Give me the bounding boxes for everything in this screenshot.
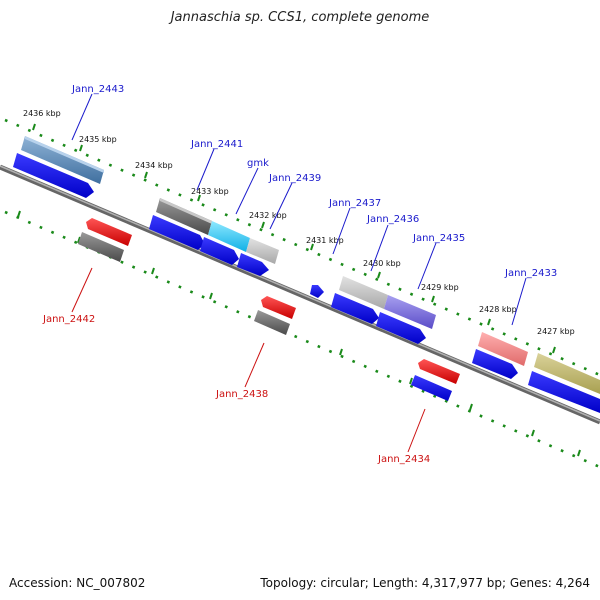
reverse-feature-blue[interactable] (411, 375, 452, 401)
gene-label[interactable]: Jann_2436 (366, 214, 419, 225)
reverse-feature-grey[interactable] (78, 232, 124, 262)
kbp-label: 2433 kbp (191, 187, 229, 196)
kbp-label: 2429 kbp (421, 283, 459, 292)
reverse-features (78, 218, 460, 401)
feature-jann-2433[interactable] (478, 332, 528, 366)
kbp-label: 2435 kbp (79, 135, 117, 144)
kbp-label: 2432 kbp (249, 211, 287, 220)
feature-olive[interactable] (534, 353, 600, 394)
feature-gmk[interactable] (208, 221, 250, 252)
feature-jann-2435[interactable] (384, 295, 436, 329)
cds-arrow[interactable] (149, 215, 205, 250)
gene-label[interactable]: Jann_2433 (504, 268, 557, 279)
reverse-feature-grey[interactable] (254, 310, 290, 335)
backbone-line (0, 164, 600, 425)
reverse-feature-red[interactable] (86, 218, 132, 246)
gene-label[interactable]: Jann_2438 (215, 389, 268, 400)
kbp-label: 2430 kbp (363, 259, 401, 268)
cds-arrow[interactable] (528, 371, 600, 413)
feature-jann-2437[interactable] (339, 276, 388, 309)
feature-jann-2439[interactable] (246, 238, 279, 264)
feature-jann-2441[interactable] (156, 198, 212, 235)
backbone-highlight (0, 165, 600, 422)
kbp-label: 2434 kbp (135, 161, 173, 170)
forward-features (21, 136, 600, 394)
accession-text: Accession: NC_007802 (9, 576, 146, 590)
cds-arrow[interactable] (331, 293, 379, 324)
reverse-feature-red[interactable] (418, 359, 460, 384)
gene-label[interactable]: Jann_2434 (377, 454, 430, 465)
cds-arrow[interactable] (472, 349, 518, 379)
map-title: Jannaschia sp. CCS1, complete genome (170, 10, 430, 25)
cds-arrow[interactable] (310, 285, 324, 298)
gene-label[interactable]: Jann_2443 (71, 84, 124, 95)
cds-arrow[interactable] (13, 153, 94, 198)
forward-leaders (71, 93, 527, 326)
gene-label[interactable]: Jann_2442 (42, 314, 95, 325)
gene-label[interactable]: Jann_2435 (412, 233, 465, 244)
reverse-leaders (71, 267, 426, 453)
cds-arrow[interactable] (237, 253, 269, 276)
genome-summary-text: Topology: circular; Length: 4,317,977 bp… (260, 576, 590, 590)
kbp-label: 2428 kbp (479, 305, 517, 314)
gene-label[interactable]: Jann_2439 (268, 173, 321, 184)
cds-arrow[interactable] (200, 237, 239, 265)
kbp-label: 2431 kbp (306, 236, 344, 245)
kbp-label: 2436 kbp (23, 109, 61, 118)
gene-label[interactable]: gmk (247, 158, 269, 169)
cds-arrow[interactable] (376, 312, 426, 344)
reverse-feature-red[interactable] (261, 296, 296, 319)
gene-label[interactable]: Jann_2441 (190, 139, 243, 150)
feature-jann-2443[interactable] (21, 136, 104, 184)
kbp-label: 2427 kbp (537, 327, 575, 336)
gene-label[interactable]: Jann_2437 (328, 198, 381, 209)
forward-cds (13, 153, 600, 413)
